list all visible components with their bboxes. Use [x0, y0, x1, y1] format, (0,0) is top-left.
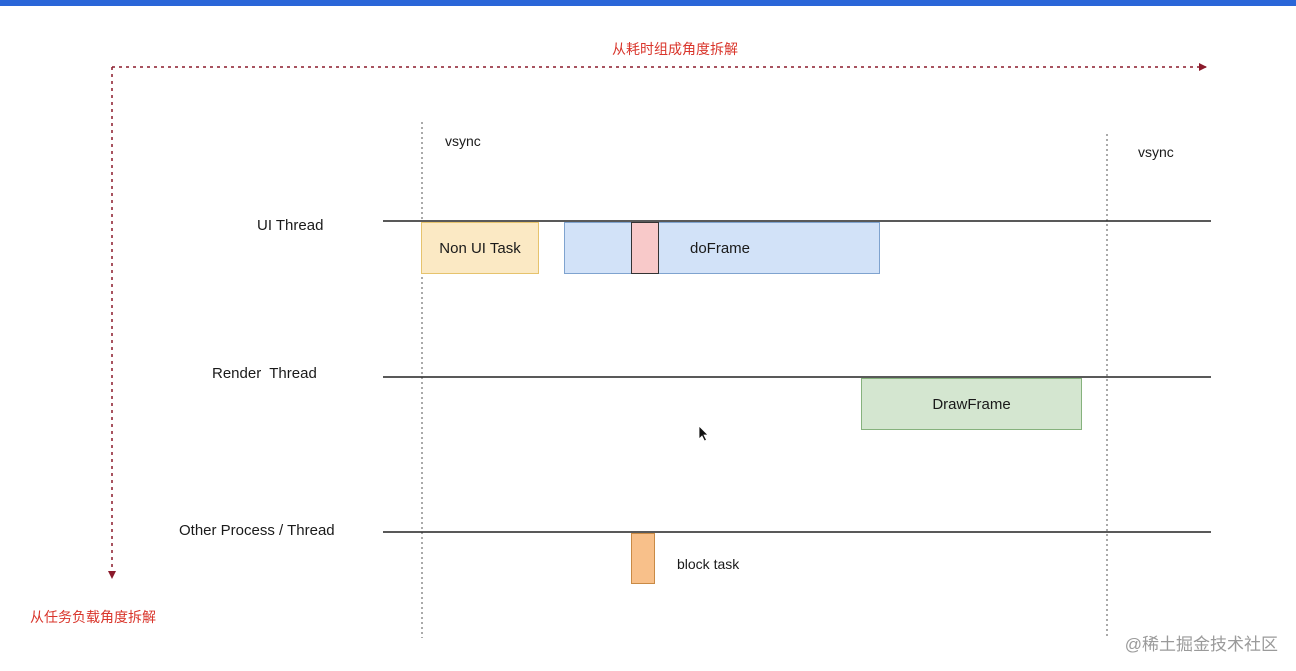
top-accent-bar	[0, 0, 1296, 6]
top-axis-label: 从耗时组成角度拆解	[612, 41, 738, 57]
ui-thread-label: UI Thread	[257, 217, 324, 234]
draw-frame-label: DrawFrame	[932, 395, 1011, 413]
left-axis-label: 从任务负载角度拆解	[30, 609, 156, 625]
block-task-label: block task	[677, 556, 740, 572]
blocked-segment-marker	[631, 222, 659, 274]
non-ui-task-block: Non UI Task	[421, 222, 539, 274]
watermark: @稀土掘金技术社区	[1124, 635, 1278, 654]
draw-frame-block: DrawFrame	[861, 378, 1082, 430]
non-ui-task-label: Non UI Task	[439, 239, 521, 257]
vsync-label-right: vsync	[1138, 144, 1174, 160]
block-task-block	[631, 533, 655, 584]
other-thread-label: Other Process / Thread	[179, 522, 335, 539]
mouse-cursor-icon	[698, 425, 709, 442]
do-frame-label: doFrame	[690, 239, 751, 257]
vsync-label-left: vsync	[445, 133, 481, 149]
render-thread-label: Render Thread	[212, 365, 317, 382]
do-frame-block: doFrame	[564, 222, 880, 274]
